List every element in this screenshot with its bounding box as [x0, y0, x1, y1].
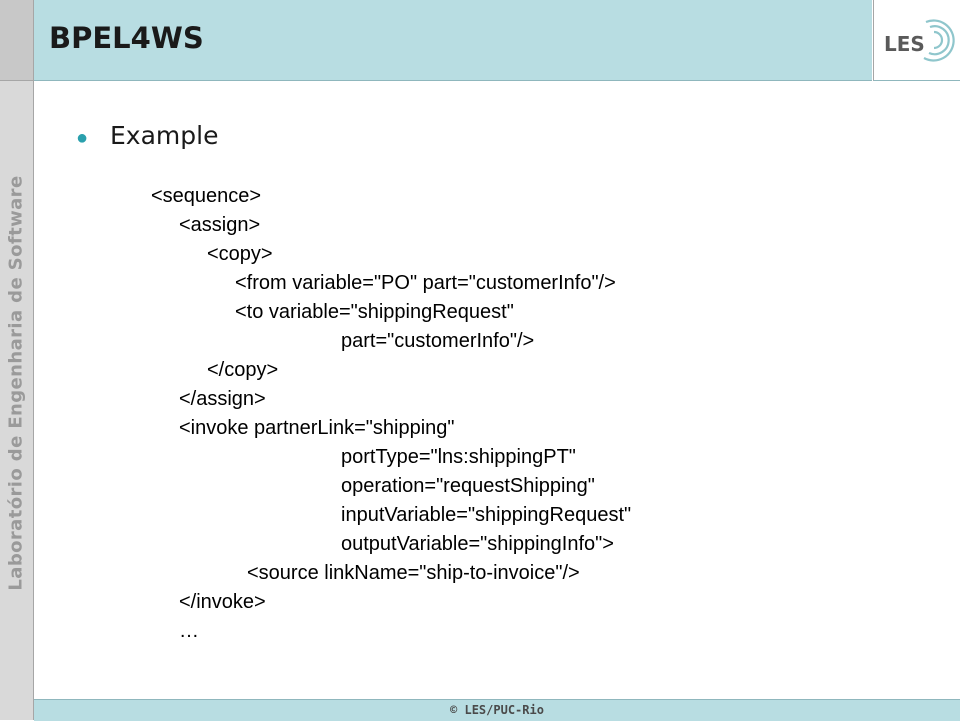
les-logo-icon: LES: [884, 19, 955, 62]
code-line: </copy>: [207, 359, 279, 381]
code-line: operation="requestShipping": [341, 475, 595, 497]
code-line: <to variable="shippingRequest": [235, 301, 514, 323]
left-sidebar: Laboratório de Engenharia de Software: [0, 0, 34, 720]
logo-text: LES: [884, 32, 925, 56]
code-line: </invoke>: [179, 591, 266, 613]
code-line: <invoke partnerLink="shipping": [179, 417, 455, 439]
code-line: <source linkName="ship-to-invoice"/>: [247, 562, 580, 584]
bullet-heading: Example: [110, 121, 219, 150]
bullet-dot-icon: ●: [76, 127, 89, 149]
code-line: outputVariable="shippingInfo">: [341, 533, 614, 555]
code-line: </assign>: [179, 388, 266, 410]
slide-content: ● Example <sequence> <assign> <copy> <fr…: [34, 81, 960, 699]
code-line: …: [179, 620, 199, 642]
code-line: <copy>: [207, 243, 273, 265]
title-bar: BPEL4WS: [34, 0, 872, 81]
page-title: BPEL4WS: [49, 21, 204, 55]
code-line: <assign>: [179, 214, 261, 236]
code-line: inputVariable="shippingRequest": [341, 504, 632, 526]
code-line: <sequence>: [151, 185, 262, 207]
footer-bar: © LES/PUC-Rio: [34, 699, 960, 721]
les-logo: LES: [873, 0, 960, 81]
code-line: portType="lns:shippingPT": [341, 446, 576, 468]
code-line: <from variable="PO" part="customerInfo"/…: [235, 272, 616, 294]
vertical-lab-label: Laboratório de Engenharia de Software: [5, 175, 27, 591]
copyright-text: © LES/PUC-Rio: [450, 703, 544, 717]
sidebar-top-block: [0, 0, 33, 81]
code-line: part="customerInfo"/>: [341, 330, 535, 352]
